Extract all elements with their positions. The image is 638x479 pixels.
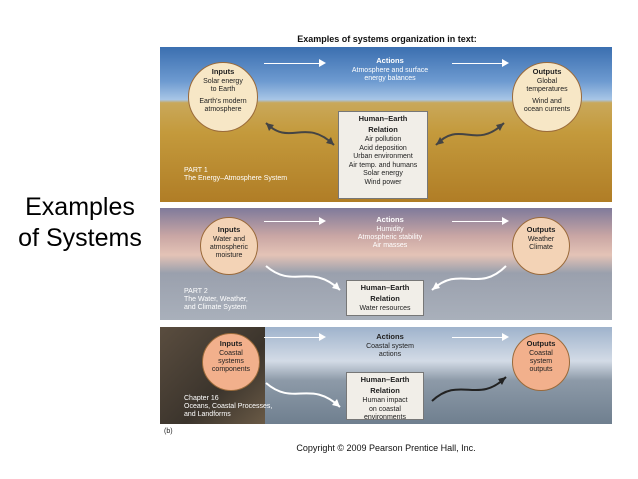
relation-line: Air temp. and humans <box>348 161 418 169</box>
outputs-line: Coastal <box>529 350 553 357</box>
relation-title: Relation <box>370 385 400 395</box>
outputs-circle: Outputs Coastal system outputs <box>512 333 570 391</box>
actions-title: Actions <box>376 56 404 65</box>
part-line: Chapter 16 <box>184 395 219 402</box>
relation-title: Relation <box>368 124 398 134</box>
inputs-line: systems <box>218 358 244 365</box>
panel-water-weather-climate: Inputs Water and atmospheric moisture Ac… <box>160 208 612 320</box>
outputs-title: Outputs <box>532 67 562 76</box>
relation-line: environments <box>363 414 407 421</box>
outputs-title: Outputs <box>526 339 556 348</box>
relation-line: Urban environment <box>353 153 413 160</box>
double-arrow-icon <box>435 122 505 146</box>
actions-block: Actions Humidity Atmospheric stability A… <box>330 216 450 250</box>
actions-block: Actions Atmosphere and surface energy ba… <box>330 57 450 83</box>
relation-title: Relation <box>370 293 400 303</box>
outputs-line: Wind and <box>532 98 562 105</box>
relation-line: Acid deposition <box>359 144 407 152</box>
double-arrow-icon <box>265 382 341 408</box>
relation-line: on coastal <box>369 405 401 413</box>
actions-line: energy balances <box>364 75 416 82</box>
outputs-line: temperatures <box>526 86 568 93</box>
actions-line: Atmosphere and surface <box>351 67 429 74</box>
part-line: and Climate System <box>184 304 247 311</box>
inputs-circle: Inputs Coastal systems components <box>202 333 260 391</box>
inputs-circle: Inputs Solar energy to Earth Earth's mod… <box>188 62 258 132</box>
part-line: and Landforms <box>184 411 231 418</box>
actions-line: Air masses <box>372 242 408 249</box>
relation-line: Human impact <box>362 397 408 404</box>
inputs-circle: Inputs Water and atmospheric moisture <box>200 217 258 275</box>
actions-line: actions <box>378 351 402 358</box>
inputs-line: atmosphere <box>204 106 242 113</box>
actions-block: Actions Coastal system actions <box>330 333 450 359</box>
relation-title: Human–Earth <box>360 375 410 384</box>
outputs-line: Climate <box>529 244 553 251</box>
double-arrow-icon <box>431 265 507 291</box>
relation-line: Wind power <box>364 178 402 186</box>
right-arrow-icon <box>452 333 509 341</box>
actions-line: Humidity <box>376 226 404 233</box>
part-line: PART 2 <box>184 288 208 295</box>
inputs-title: Inputs <box>211 67 235 76</box>
human-earth-relation-box: Human–Earth Relation Human impact on coa… <box>346 372 424 421</box>
slide-title-line-1: Examples <box>25 193 135 221</box>
right-arrow-icon <box>264 333 326 341</box>
inputs-line: to Earth <box>210 86 236 93</box>
actions-title: Actions <box>376 332 404 341</box>
right-arrow-icon <box>452 217 509 225</box>
part-label: PART 1 The Energy–Atmosphere System <box>184 167 287 183</box>
inputs-line: Solar energy <box>203 78 243 85</box>
inputs-line: components <box>211 366 251 373</box>
right-arrow-icon <box>264 59 326 67</box>
panel-coastal-processes: Inputs Coastal systems components Action… <box>160 327 612 424</box>
inputs-line: Earth's modern <box>199 98 247 105</box>
inputs-line: Water and <box>212 236 246 243</box>
right-arrow-icon <box>452 59 509 67</box>
inputs-title: Inputs <box>219 339 243 348</box>
human-earth-relation-box: Human–Earth Relation Water resources <box>346 280 424 316</box>
double-arrow-icon <box>265 122 335 146</box>
panel-energy-atmosphere: Inputs Solar energy to Earth Earth's mod… <box>160 47 612 202</box>
part-line: PART 1 <box>184 167 208 174</box>
inputs-line: atmospheric <box>209 244 249 251</box>
actions-title: Actions <box>376 215 404 224</box>
relation-title: Human–Earth <box>358 114 408 123</box>
relation-line: Water resources <box>359 305 411 312</box>
outputs-line: outputs <box>529 366 553 373</box>
relation-line: Air pollution <box>364 136 402 143</box>
actions-line: Atmospheric stability <box>357 234 423 241</box>
part-line: The Energy–Atmosphere System <box>184 175 288 182</box>
part-label: Chapter 16 Oceans, Coastal Processes, an… <box>184 395 272 419</box>
part-line: The Water, Weather, <box>184 296 248 303</box>
outputs-line: Global <box>536 78 558 85</box>
copyright-notice: Copyright © 2009 Pearson Prentice Hall, … <box>296 443 476 453</box>
part-line: Oceans, Coastal Processes, <box>184 403 273 410</box>
inputs-line: Coastal <box>219 350 243 357</box>
part-label: PART 2 The Water, Weather, and Climate S… <box>184 288 248 312</box>
outputs-title: Outputs <box>526 225 556 234</box>
double-arrow-icon <box>431 376 507 402</box>
human-earth-relation-box: Human–Earth Relation Air pollution Acid … <box>338 111 428 199</box>
outputs-line: system <box>529 358 553 365</box>
figure-heading: Examples of systems organization in text… <box>297 34 477 44</box>
inputs-line: moisture <box>215 252 243 259</box>
relation-title: Human–Earth <box>360 283 410 292</box>
figure-label: (b) <box>164 428 173 435</box>
slide-title-line-2: of Systems <box>18 224 142 252</box>
outputs-circle: Outputs Weather Climate <box>512 217 570 275</box>
slide-title: Examples of Systems <box>10 192 150 254</box>
right-arrow-icon <box>264 217 326 225</box>
outputs-line: Weather <box>527 236 555 243</box>
outputs-line: ocean currents <box>523 106 571 113</box>
actions-line: Coastal system <box>366 343 414 350</box>
relation-line: Solar energy <box>363 170 403 177</box>
outputs-circle: Outputs Global temperatures Wind and oce… <box>512 62 582 132</box>
double-arrow-icon <box>265 265 341 291</box>
inputs-title: Inputs <box>217 225 241 234</box>
